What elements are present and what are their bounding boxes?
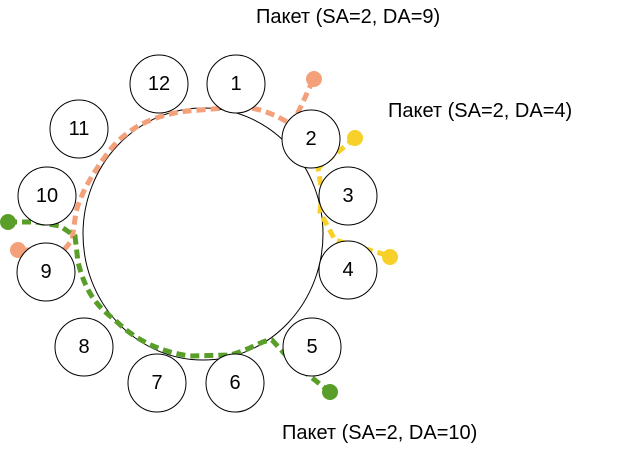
station-node-2: 2: [281, 109, 341, 169]
station-label: 1: [230, 73, 241, 95]
station-circle: [49, 99, 109, 159]
station-node-10: 10: [17, 166, 77, 226]
station-node-9: 9: [16, 242, 76, 302]
station-node-4: 4: [318, 240, 378, 300]
station-circle: [318, 240, 378, 300]
packet-source-da4: [347, 130, 363, 146]
station-label: 3: [342, 185, 353, 207]
packet-label-da4: Пакет (SA=2, DA=4): [388, 100, 573, 122]
station-label: 9: [40, 261, 51, 283]
packet-source-da9: [306, 71, 322, 87]
station-label: 5: [306, 336, 317, 358]
station-label: 2: [305, 128, 316, 150]
station-circle: [127, 353, 187, 413]
station-circle: [129, 54, 189, 114]
station-label: 8: [78, 336, 89, 358]
packet-dest-da4: [382, 249, 398, 265]
station-label: 4: [342, 259, 353, 281]
station-circle: [16, 242, 76, 302]
station-label: 12: [148, 73, 170, 95]
packet-label-da10: Пакет (SA=2, DA=10): [282, 422, 478, 444]
station-node-6: 6: [205, 353, 265, 413]
station-node-1: 1: [206, 54, 266, 114]
station-circle: [318, 166, 378, 226]
station-circle: [17, 166, 77, 226]
station-label: 7: [151, 372, 162, 394]
packet-path-da9: [18, 78, 316, 253]
station-node-8: 8: [54, 317, 114, 377]
packet-label-da9: Пакет (SA=2, DA=9): [256, 6, 441, 28]
station-label: 11: [69, 118, 90, 140]
station-node-5: 5: [282, 317, 342, 377]
station-label: 10: [36, 185, 58, 207]
station-circle: [54, 317, 114, 377]
station-circle: [281, 109, 341, 169]
packet-path-da10: [8, 219, 332, 394]
station-node-3: 3: [318, 166, 378, 226]
station-label: 6: [229, 372, 240, 394]
packet-source-da10: [0, 214, 16, 230]
packet-dest-da9: [10, 242, 26, 258]
station-circle: [206, 54, 266, 114]
station-node-7: 7: [127, 353, 187, 413]
station-node-12: 12: [129, 54, 189, 114]
packet-dest-da10: [322, 384, 338, 400]
station-node-11: 11: [49, 99, 109, 159]
station-circle: [205, 353, 265, 413]
station-circle: [282, 317, 342, 377]
